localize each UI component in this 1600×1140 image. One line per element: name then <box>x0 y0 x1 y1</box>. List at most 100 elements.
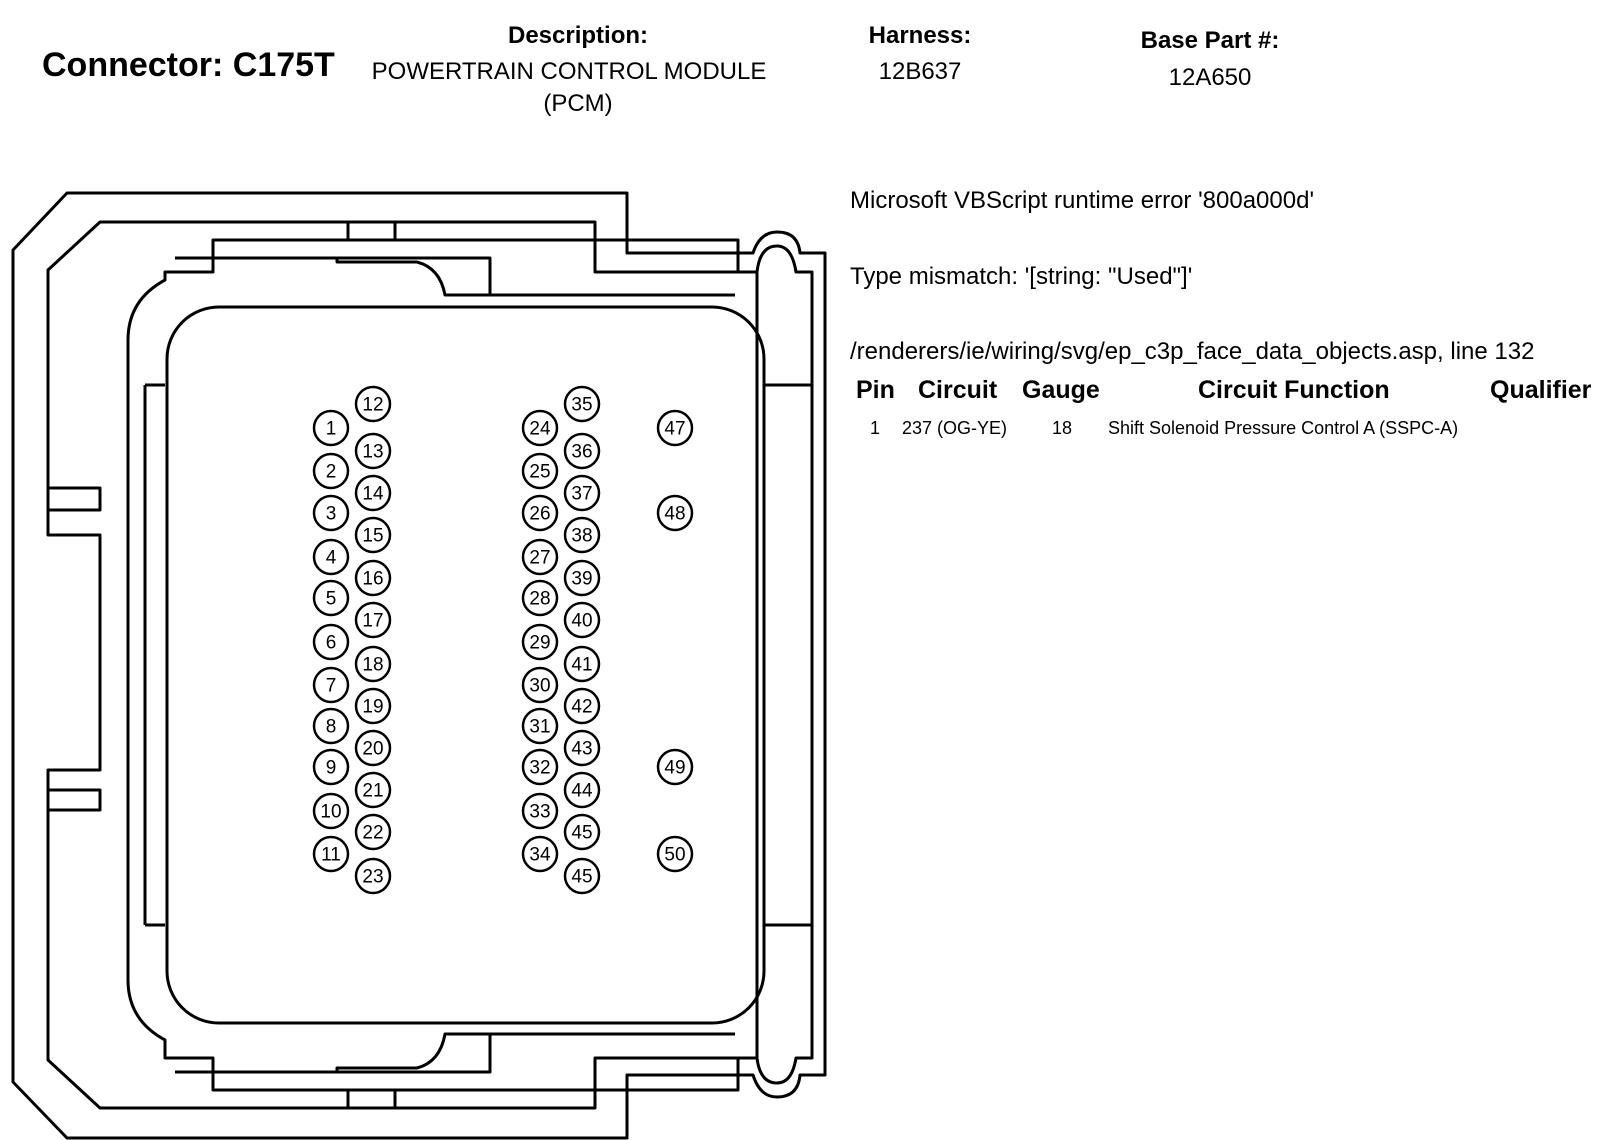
pin-number-label: 8 <box>326 717 337 738</box>
pin-circle <box>354 601 392 639</box>
pin-circle <box>354 813 392 851</box>
qualifier-column-header: Qualifier <box>1490 376 1592 404</box>
connector-pin: 21 <box>354 771 392 809</box>
pin-number-label: 45 <box>571 823 592 844</box>
connector-pin: 25 <box>521 452 559 490</box>
gauge-column-header: Gauge <box>1022 376 1100 404</box>
pin-number-label: 4 <box>326 548 337 569</box>
pin-number-label: 7 <box>326 676 337 697</box>
pin-circle <box>563 813 601 851</box>
pin-circle <box>354 474 392 512</box>
pin-number-label: 45 <box>571 867 592 888</box>
connector-pin: 24 <box>521 409 559 447</box>
base-part-value: 12A650 <box>1168 64 1252 91</box>
pin-circle <box>312 707 350 745</box>
connector-pin: 41 <box>563 645 601 683</box>
connector-pin: 8 <box>312 707 350 745</box>
pin-circle <box>563 601 601 639</box>
pin-circle <box>521 494 559 532</box>
connector-pin: 20 <box>354 729 392 767</box>
pin-circle <box>656 494 694 532</box>
connector-pin: 32 <box>521 748 559 786</box>
pin-circle <box>563 857 601 895</box>
connector-pin: 29 <box>521 623 559 661</box>
pin-circle <box>354 559 392 597</box>
description-label: Description: <box>507 22 648 49</box>
pin-number-label: 6 <box>326 633 337 654</box>
pin-number-label: 24 <box>529 419 551 440</box>
pin-circle <box>312 623 350 661</box>
pin-number-label: 32 <box>529 758 550 779</box>
connector-pin: 18 <box>354 645 392 683</box>
connector-pin: 45 <box>563 857 601 895</box>
pin-number-label: 13 <box>362 442 383 463</box>
pin-number-label: 26 <box>529 504 550 525</box>
pin-circle <box>656 409 694 447</box>
pin-number-label: 23 <box>362 867 383 888</box>
row-gauge: 18 <box>1052 418 1073 438</box>
pin-number-label: 3 <box>326 504 337 525</box>
pin-circle <box>354 645 392 683</box>
connector-pin: 49 <box>656 748 694 786</box>
pin-circle <box>563 559 601 597</box>
pin-number-label: 1 <box>326 419 337 440</box>
pin-number-label: 42 <box>571 697 592 718</box>
connector-pin: 1 <box>312 409 350 447</box>
pin-number-label: 18 <box>362 655 383 676</box>
pin-column-header: Pin <box>856 376 895 404</box>
error-detail: Type mismatch: '[string: "Used"]' <box>850 263 1193 290</box>
pin-circle <box>521 623 559 661</box>
pin-circle <box>312 835 350 873</box>
pin-circle <box>563 771 601 809</box>
pin-circle <box>312 538 350 576</box>
pin-number-label: 2 <box>326 462 337 483</box>
connector-pin: 2 <box>312 452 350 490</box>
row-pin: 1 <box>870 418 881 438</box>
pin-number-label: 20 <box>362 739 383 760</box>
pin-circle <box>312 409 350 447</box>
bottom-key-tab <box>175 1032 735 1074</box>
pin-number-label: 25 <box>529 462 550 483</box>
pin-circle <box>563 474 601 512</box>
pin-number-label: 22 <box>362 823 383 844</box>
pin-circle <box>312 452 350 490</box>
row-circuit: 237 (OG-YE) <box>902 418 1008 438</box>
connector-pin: 43 <box>563 729 601 767</box>
pin-circle <box>312 792 350 830</box>
row-function: Shift Solenoid Pressure Control A (SSPC-… <box>1108 418 1459 438</box>
pin-number-label: 44 <box>571 781 593 802</box>
connector-pin: 22 <box>354 813 392 851</box>
connector-pin: 10 <box>312 792 350 830</box>
connector-pin: 17 <box>354 601 392 639</box>
pin-number-label: 30 <box>529 676 550 697</box>
pin-number-label: 47 <box>664 419 685 440</box>
pin-layer: 1234567891011121314151617181920212223242… <box>312 385 694 895</box>
pin-number-label: 16 <box>362 569 383 590</box>
pin-circle <box>521 579 559 617</box>
pin-circle <box>563 687 601 725</box>
circuit-column-header: Circuit <box>918 376 998 404</box>
side-rails <box>145 383 812 927</box>
pin-number-label: 14 <box>362 484 384 505</box>
connector-pin: 26 <box>521 494 559 532</box>
pin-number-label: 31 <box>529 717 550 738</box>
pin-number-label: 49 <box>664 758 685 779</box>
connector-pin: 14 <box>354 474 392 512</box>
harness-value: 12B637 <box>878 58 962 85</box>
pin-circle <box>563 729 601 767</box>
pin-circle <box>354 729 392 767</box>
pin-circle <box>521 409 559 447</box>
description-line1: POWERTRAIN CONTROL MODULE <box>371 58 767 85</box>
pin-number-label: 50 <box>664 845 685 866</box>
base-part-label: Base Part #: <box>1140 27 1280 54</box>
connector-pin: 36 <box>563 432 601 470</box>
connector-pin: 13 <box>354 432 392 470</box>
connector-pin: 5 <box>312 579 350 617</box>
pin-number-label: 35 <box>571 395 592 416</box>
connector-pin: 44 <box>563 771 601 809</box>
top-key-slot <box>337 222 492 295</box>
connector-pin: 35 <box>563 385 601 423</box>
pin-number-label: 9 <box>326 758 337 779</box>
pin-number-label: 17 <box>362 611 383 632</box>
